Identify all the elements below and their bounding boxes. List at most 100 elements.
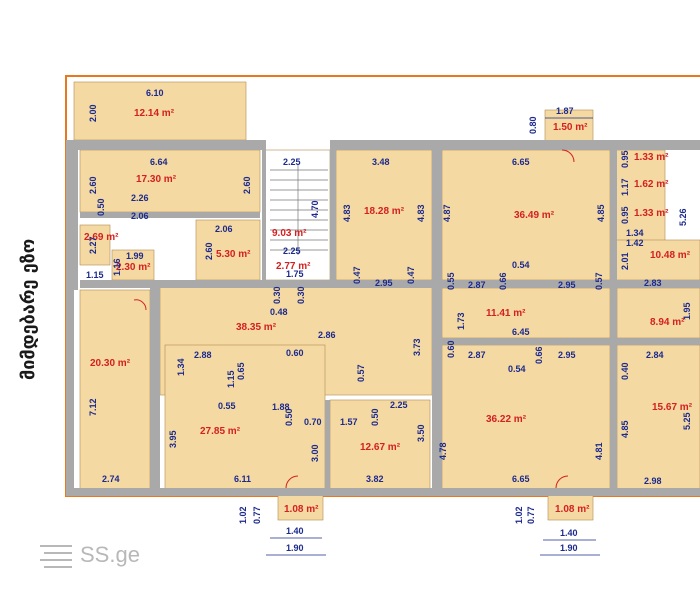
- dim-label: 4.85: [620, 420, 630, 438]
- dim-label: 3.82: [366, 474, 384, 484]
- dim-label: 3.73: [412, 338, 422, 356]
- wall-v-150: [150, 288, 160, 488]
- doors: [133, 149, 575, 489]
- dim-label: 5.26: [678, 208, 688, 226]
- dim-label: 0.48: [270, 307, 288, 317]
- dim-label: 1.40: [560, 528, 578, 538]
- dim-label: 2.87: [468, 350, 486, 360]
- dim-label: 1.87: [556, 106, 574, 116]
- dim-label: 6.45: [512, 327, 530, 337]
- door-4: [133, 299, 147, 311]
- dim-label: 6.10: [146, 88, 164, 98]
- dim-label: 0.66: [498, 272, 508, 290]
- dim-label: 2.01: [620, 252, 630, 270]
- dim-label: 7.12: [88, 398, 98, 416]
- dim-label: 0.57: [594, 272, 604, 290]
- area-label: 1.62 m²: [634, 179, 669, 190]
- watermark-text: SS.ge: [80, 542, 140, 567]
- dim-label: 2.86: [318, 330, 336, 340]
- rooms: [73, 81, 700, 521]
- door-3: [555, 475, 569, 489]
- room-17-30: [79, 149, 261, 213]
- dim-label: 4.81: [594, 442, 604, 460]
- room-15-67: [616, 344, 700, 491]
- dim-label: 4.83: [342, 204, 352, 222]
- area-label: 8.94 m²: [650, 317, 685, 328]
- walls: [66, 140, 700, 496]
- dim-label: 4.83: [416, 204, 426, 222]
- dim-label: 6.64: [150, 157, 168, 167]
- area-label: 1.50 m²: [553, 122, 588, 133]
- dim-label: 1.90: [560, 543, 578, 553]
- room-36-49: [441, 149, 611, 281]
- dim-label: 0.40: [620, 362, 630, 380]
- area-label: 17.30 m²: [136, 174, 177, 185]
- area-label: 20.30 m²: [90, 358, 131, 369]
- dim-label: 2.88: [194, 350, 212, 360]
- balcony-1-08-right: [547, 494, 594, 521]
- dim-label: 2.74: [102, 474, 120, 484]
- dim-label: 3.00: [310, 444, 320, 462]
- dim-label: 2.60: [204, 242, 214, 260]
- dim-label: 0.54: [508, 364, 526, 374]
- dim-label: 0.57: [356, 364, 366, 382]
- wall-v-325: [325, 400, 330, 490]
- area-label: 36.22 m²: [486, 414, 527, 425]
- side-label: მიმდებარე ეზო: [18, 239, 39, 380]
- dim-label: 2.95: [558, 280, 576, 290]
- dim-label: 0.50: [370, 408, 380, 426]
- wall-v-262: [262, 150, 266, 280]
- dim-label: 2.26: [131, 193, 149, 203]
- wall-top-mid: [330, 140, 440, 150]
- dim-label: 1.15: [86, 270, 104, 280]
- dim-label: 0.47: [352, 266, 362, 284]
- area-label: 27.85 m²: [200, 426, 241, 437]
- wall-top-right: [440, 140, 700, 150]
- dim-label: 1.75: [286, 269, 304, 279]
- dim-label: 0.95: [620, 206, 630, 224]
- balcony-1-50: [544, 109, 594, 143]
- dim-label: 5.25: [682, 412, 692, 430]
- dim-label: 6.65: [512, 474, 530, 484]
- dim-label: 0.77: [526, 506, 536, 524]
- area-label: 38.35 m²: [236, 322, 277, 333]
- dim-label: 4.85: [596, 204, 606, 222]
- room-8-94: [616, 287, 700, 339]
- dim-label: 0.77: [252, 506, 262, 524]
- dim-label: 0.50: [284, 408, 294, 426]
- room-2-69: [79, 224, 111, 266]
- dim-label: 4.78: [438, 442, 448, 460]
- dim-label: 0.47: [406, 266, 416, 284]
- area-label: 11.41 m²: [486, 308, 526, 319]
- room-11-41: [441, 287, 611, 339]
- dim-label: 2.87: [468, 280, 486, 290]
- dim-label: 1.73: [456, 312, 466, 330]
- dim-label: 0.60: [286, 348, 304, 358]
- area-label: 2.30 m²: [116, 262, 151, 273]
- dim-label: 0.50: [96, 198, 106, 216]
- dim-label: 2.06: [131, 211, 149, 221]
- watermark-icon: [40, 545, 72, 568]
- dim-label: 1.57: [340, 417, 358, 427]
- area-label: 1.08 m²: [284, 504, 319, 515]
- door-2: [285, 475, 299, 489]
- dim-label: 2.25: [283, 157, 301, 167]
- dim-label: 1.34: [176, 358, 186, 376]
- dim-label: 2.00: [88, 104, 98, 122]
- area-label: 1.33 m²: [634, 208, 669, 219]
- dim-label: 0.66: [534, 346, 544, 364]
- area-label: 2.69 m²: [84, 232, 119, 243]
- room-5-30: [195, 219, 261, 281]
- dim-label: 2.95: [375, 278, 393, 288]
- door-1: [561, 149, 575, 163]
- area-label: 9.03 m²: [272, 228, 307, 239]
- room-36-22: [441, 344, 611, 491]
- wall-lower-horizontal: [432, 338, 700, 345]
- dim-label: 2.25: [390, 400, 408, 410]
- wall-left-lower: [66, 290, 74, 490]
- wall-left: [66, 140, 78, 290]
- dim-label: 1.34: [626, 228, 644, 238]
- room-stairs: [264, 149, 331, 281]
- area-label: 1.33 m²: [634, 152, 669, 163]
